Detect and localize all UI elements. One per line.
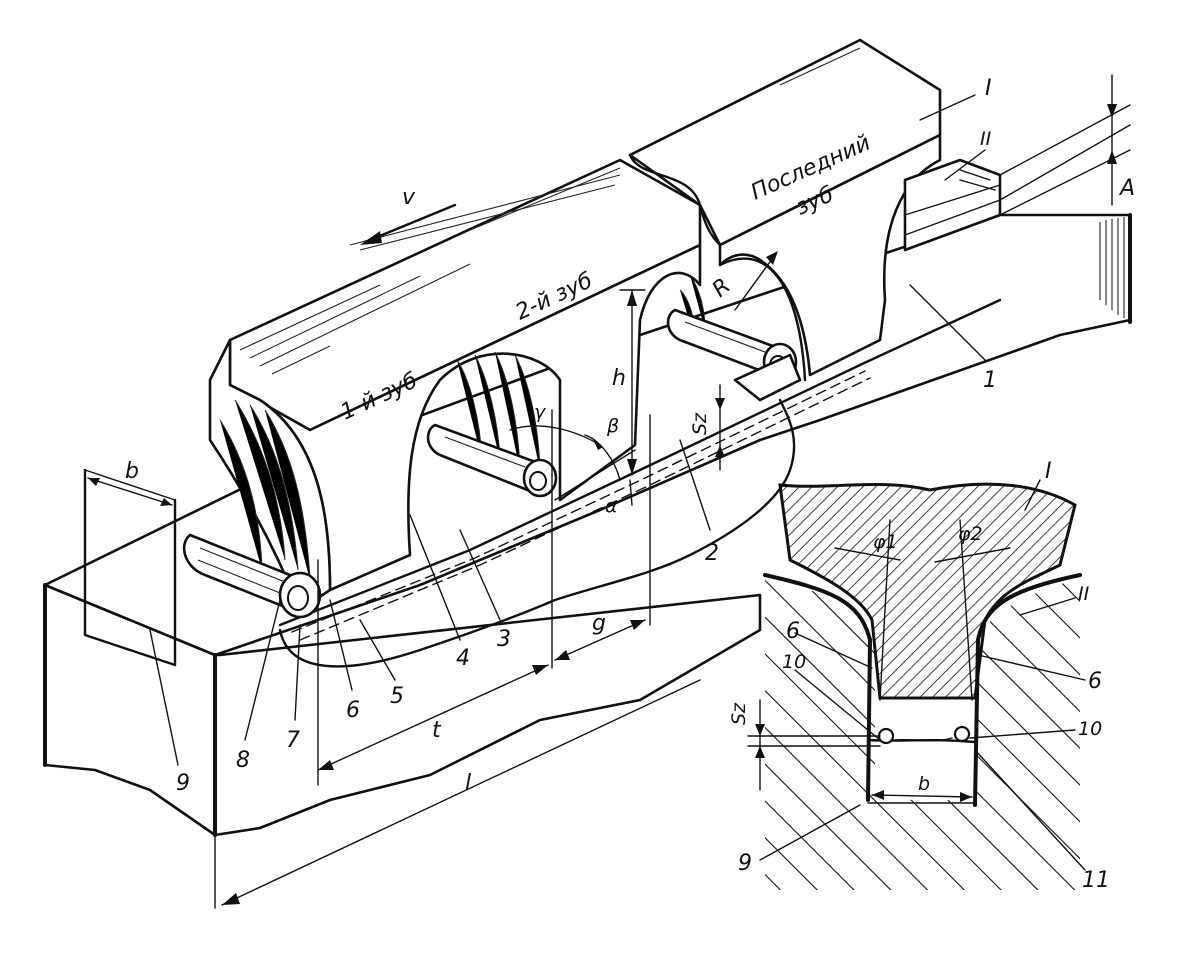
leaders bbox=[149, 94, 986, 766]
label-roman-I-section: I bbox=[1045, 459, 1052, 484]
label-R: R bbox=[708, 274, 736, 303]
label-1: 1 bbox=[983, 368, 997, 393]
label-A: A bbox=[1118, 176, 1135, 201]
label-6: 6 bbox=[346, 698, 360, 723]
label-section-10-right: 10 bbox=[1078, 718, 1102, 740]
chip-middle bbox=[426, 423, 558, 498]
label-beta: β bbox=[606, 415, 619, 437]
chips bbox=[182, 308, 802, 619]
label-3: 3 bbox=[497, 627, 511, 652]
label-g: g bbox=[592, 611, 606, 636]
label-phi2: φ2 bbox=[958, 523, 983, 545]
label-8: 8 bbox=[236, 748, 250, 773]
label-l: l bbox=[465, 771, 471, 796]
label-roman-II-section: II bbox=[1078, 583, 1090, 605]
workpiece-end-shading bbox=[1099, 217, 1125, 318]
label-h: h bbox=[612, 366, 626, 391]
label-phi1: φ1 bbox=[873, 531, 898, 553]
broach-body bbox=[208, 38, 1131, 612]
label-gamma: γ bbox=[534, 401, 547, 423]
dimensions bbox=[84, 74, 1117, 909]
label-2: 2 bbox=[705, 541, 719, 566]
tooth-face-shading bbox=[219, 274, 706, 581]
label-section-11: 11 bbox=[1082, 868, 1110, 893]
label-roman-II-top: II bbox=[980, 128, 992, 150]
label-5: 5 bbox=[390, 684, 404, 709]
label-t: t bbox=[432, 718, 442, 743]
label-alpha: α bbox=[605, 495, 618, 517]
label-section-6-left: 6 bbox=[786, 619, 800, 644]
label-section-6-right: 6 bbox=[1088, 669, 1102, 694]
label-section-10-left: 10 bbox=[782, 651, 806, 673]
label-roman-I-top: I bbox=[985, 76, 992, 101]
label-4: 4 bbox=[456, 646, 470, 671]
cross-section bbox=[747, 479, 1086, 890]
label-section-sz: Sz bbox=[728, 702, 750, 725]
label-sz-main: Sz bbox=[689, 412, 711, 435]
label-section-b: b bbox=[918, 773, 930, 795]
label-b-top: b bbox=[125, 459, 139, 484]
label-9: 9 bbox=[176, 771, 190, 796]
label-v: v bbox=[402, 185, 416, 210]
chip-left bbox=[182, 533, 322, 619]
label-section-9: 9 bbox=[738, 851, 752, 876]
top-face-shading bbox=[239, 47, 861, 375]
label-7: 7 bbox=[286, 728, 300, 753]
